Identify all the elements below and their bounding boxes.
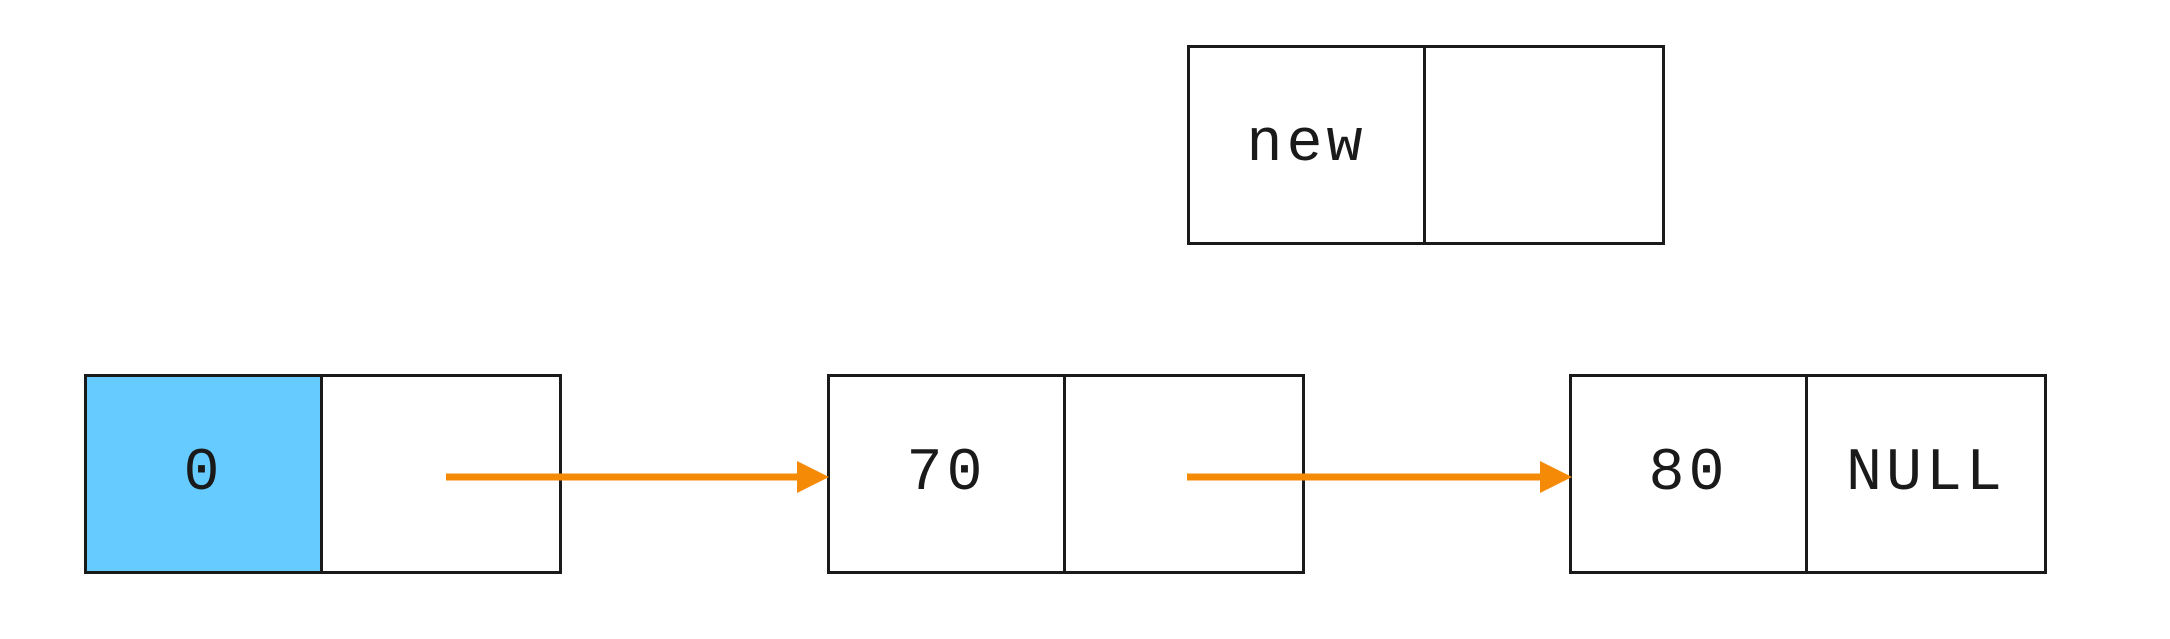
new-node-data-cell: new [1190,48,1426,242]
head-node-data-cell: 0 [87,377,323,571]
new-node-next-cell [1426,48,1662,242]
head-node-next-cell [323,377,559,571]
list-node-80: 80 NULL [1569,374,2047,574]
node-80-data-cell: 80 [1572,377,1808,571]
new-node: new [1187,45,1665,245]
node-70-data-cell: 70 [830,377,1066,571]
node-80-next-cell: NULL [1845,440,2007,508]
node-70-next-cell [1066,377,1302,571]
list-node-70: 70 [827,374,1305,574]
list-node-head: 0 [84,374,562,574]
